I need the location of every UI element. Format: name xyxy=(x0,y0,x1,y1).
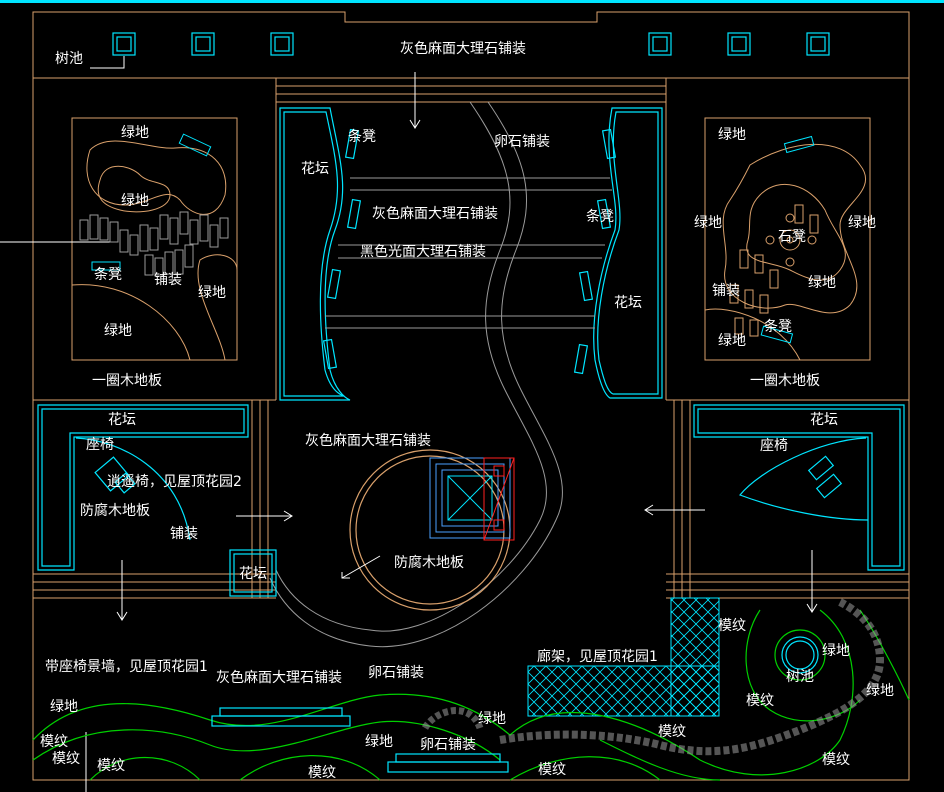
pattern-bl1-label: 模纹 xyxy=(40,734,68,750)
grey-marble-center-label: 灰色麻面大理石铺装 xyxy=(305,433,431,449)
flower-bed-center-left-label: 花坛 xyxy=(301,161,329,177)
pergola-label: 廊架，见屋顶花园1 xyxy=(537,649,658,665)
lawn-tr3-label: 绿地 xyxy=(848,215,876,231)
lawn-tl3-label: 绿地 xyxy=(198,285,226,301)
stepping-stones xyxy=(421,598,885,756)
flower-bed-left-label: 花坛 xyxy=(108,412,136,428)
pattern-br2-label: 模纹 xyxy=(822,752,850,768)
lawn-tl1-label: 绿地 xyxy=(121,125,149,141)
pavilion xyxy=(429,457,515,541)
bench-wall-label: 带座椅景墙，见屋顶花园1 xyxy=(45,659,208,675)
pebble-paving-mid-label: 卵石铺装 xyxy=(368,665,424,681)
pattern-br1-label: 模纹 xyxy=(658,724,686,740)
flower-bed-center-right-label: 花坛 xyxy=(614,295,642,311)
pattern-bl3-label: 模纹 xyxy=(97,758,125,774)
pattern-bm-label: 模纹 xyxy=(308,765,336,781)
wood-deck-circle-label: 防腐木地板 xyxy=(394,555,464,571)
right-garden-stools xyxy=(729,204,819,337)
seat-left-label: 座椅 xyxy=(86,437,114,453)
lawn-tr5-label: 绿地 xyxy=(718,333,746,349)
center-paving-bands xyxy=(269,101,612,648)
bench-center-top-label: 条凳 xyxy=(348,129,376,145)
grey-marble-mid-label: 灰色麻面大理石铺装 xyxy=(372,206,498,222)
wood-ring-left-label: 一圈木地板 xyxy=(92,373,162,389)
lawn-b2-label: 绿地 xyxy=(866,683,894,699)
pattern-bm2-label: 模纹 xyxy=(538,762,566,778)
lawn-tr1-label: 绿地 xyxy=(718,127,746,143)
center-flower-beds xyxy=(279,107,663,401)
pattern-1-label: 模纹 xyxy=(718,618,746,634)
flower-bed-small-label: 花坛 xyxy=(239,566,267,582)
black-marble-label: 黑色光面大理石铺装 xyxy=(360,244,486,260)
seat-right-label: 座椅 xyxy=(760,438,788,454)
paving-left-label: 铺装 xyxy=(170,526,198,542)
wood-ring-right-label: 一圈木地板 xyxy=(750,373,820,389)
bench-tr-label: 条凳 xyxy=(764,319,792,335)
wood-deck-left-label: 防腐木地板 xyxy=(80,503,150,519)
lawn-tr4-label: 绿地 xyxy=(808,275,836,291)
tree-pools-top xyxy=(112,32,830,56)
bench-tl-label: 条凳 xyxy=(94,267,122,283)
site-boundary xyxy=(32,11,910,781)
window-top-border xyxy=(0,0,944,3)
pattern-bl2-label: 模纹 xyxy=(52,751,80,767)
tree-pool-top-label: 树池 xyxy=(55,51,83,67)
pattern-2-label: 模纹 xyxy=(746,693,774,709)
grey-marble-top-label: 灰色麻面大理石铺装 xyxy=(400,41,526,57)
bench-center-right-label: 条凳 xyxy=(586,209,614,225)
lawn-b1-label: 绿地 xyxy=(822,643,850,659)
paving-tl-label: 铺装 xyxy=(154,272,182,288)
lawn-tl2-label: 绿地 xyxy=(121,193,149,209)
lawn-tr2-label: 绿地 xyxy=(694,215,722,231)
right-mid-garden xyxy=(693,404,905,571)
left-garden-lawns xyxy=(71,140,238,361)
rocking-chair-label: 逍遥椅，见屋顶花园2 xyxy=(107,474,242,490)
stone-stool-label: 石凳 xyxy=(778,229,806,245)
lawn-bm2-label: 绿地 xyxy=(478,711,506,727)
lawn-tl4-label: 绿地 xyxy=(104,323,132,339)
left-mid-garden xyxy=(37,404,277,597)
pebble-paving-top-label: 卵石铺装 xyxy=(494,134,550,150)
bottom-wall-benches xyxy=(211,707,509,773)
right-garden-lawns xyxy=(704,143,867,361)
flower-bed-right-label: 花坛 xyxy=(810,412,838,428)
paving-tr-label: 铺装 xyxy=(712,283,740,299)
left-garden-paving-blocks xyxy=(79,211,229,277)
tree-pool-bottom-label: 树池 xyxy=(786,669,814,685)
grey-marble-bottom-label: 灰色麻面大理石铺装 xyxy=(216,670,342,686)
lawn-bl-label: 绿地 xyxy=(50,699,78,715)
pergola xyxy=(527,597,720,717)
lawn-bm-label: 绿地 xyxy=(365,734,393,750)
pebble-paving-bottom-label: 卵石铺装 xyxy=(420,737,476,753)
